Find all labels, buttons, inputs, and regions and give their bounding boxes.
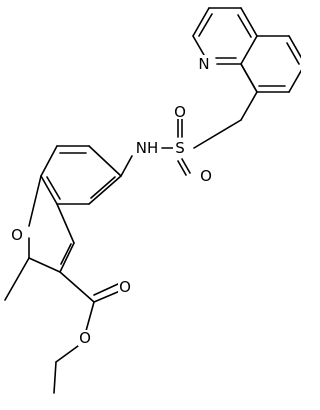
ethyl-ester-group <box>53 271 121 394</box>
atom-label-o-furan: O <box>10 226 25 244</box>
nh-label: NH <box>136 139 159 157</box>
benzofuran-benzene-ring <box>40 145 122 205</box>
sulfonamide-group <box>120 63 258 177</box>
molecule-diagram: N S O O NH O O O <box>4 7 301 394</box>
atom-label-s-sulfonyl: S <box>173 139 188 157</box>
o-furan-label: O <box>11 226 23 244</box>
quinoline-benzene-ring <box>240 35 301 93</box>
o-ester-label: O <box>79 329 91 347</box>
atom-label-o-sulfonyl-left: O <box>173 103 188 121</box>
benzofuran-furan-ring <box>28 175 75 273</box>
o-sulfonyl-left-label: O <box>174 103 186 121</box>
methyl-group <box>4 257 30 301</box>
atom-label-n-quinoline: N <box>197 55 212 73</box>
s-sulfonyl-label: S <box>175 139 185 157</box>
atom-label-nh: NH <box>134 139 160 157</box>
atom-label-o-sulfonyl-right: O <box>199 167 214 185</box>
o-sulfonyl-right-label: O <box>200 167 212 185</box>
atom-label-o-carbonyl: O <box>118 278 133 296</box>
quinoline-pyridine-ring <box>192 7 258 65</box>
atom-label-o-ester: O <box>78 329 93 347</box>
o-carbonyl-label: O <box>119 278 131 296</box>
n-quinoline-label: N <box>198 55 209 73</box>
